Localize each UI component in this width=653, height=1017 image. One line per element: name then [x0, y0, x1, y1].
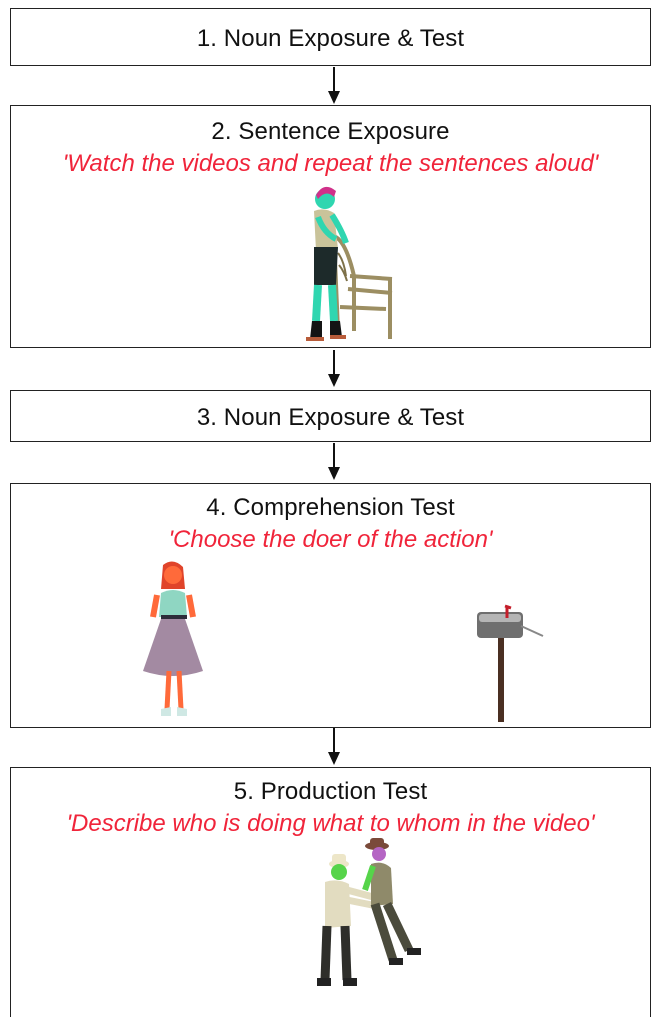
step-5-title: 5. Production Test	[233, 778, 428, 805]
step-4-title: 4. Comprehension Test	[206, 494, 455, 521]
woman-in-dress-illustration	[143, 561, 203, 716]
step-5-box: 5. Production Test 'Describe who is doin…	[10, 767, 651, 1017]
step-4-box: 4. Comprehension Test 'Choose the doer o…	[10, 483, 651, 728]
step-3-title: 3. Noun Exposure & Test	[196, 404, 465, 431]
step-2-box: 2. Sentence Exposure 'Watch the videos a…	[10, 105, 651, 348]
two-figures-pushing-illustration	[317, 838, 421, 986]
arrow-down-icon	[328, 443, 340, 480]
arrow-down-icon	[328, 350, 340, 387]
step-2-title: 2. Sentence Exposure	[211, 118, 450, 145]
step-5-instruction: 'Describe who is doing what to whom in t…	[66, 810, 595, 837]
arrow-down-icon	[328, 728, 340, 765]
arrow-down-icon	[328, 67, 340, 104]
step-1-box: 1. Noun Exposure & Test	[10, 8, 651, 66]
step-4-instruction: 'Choose the doer of the action'	[168, 526, 493, 553]
step-2-instruction: 'Watch the videos and repeat the sentenc…	[62, 150, 599, 177]
step-3-box: 3. Noun Exposure & Test	[10, 390, 651, 442]
figure-leaning-on-chair-illustration	[306, 186, 393, 341]
step-1-title: 1. Noun Exposure & Test	[196, 25, 465, 52]
mailbox-on-post-illustration	[477, 604, 544, 722]
